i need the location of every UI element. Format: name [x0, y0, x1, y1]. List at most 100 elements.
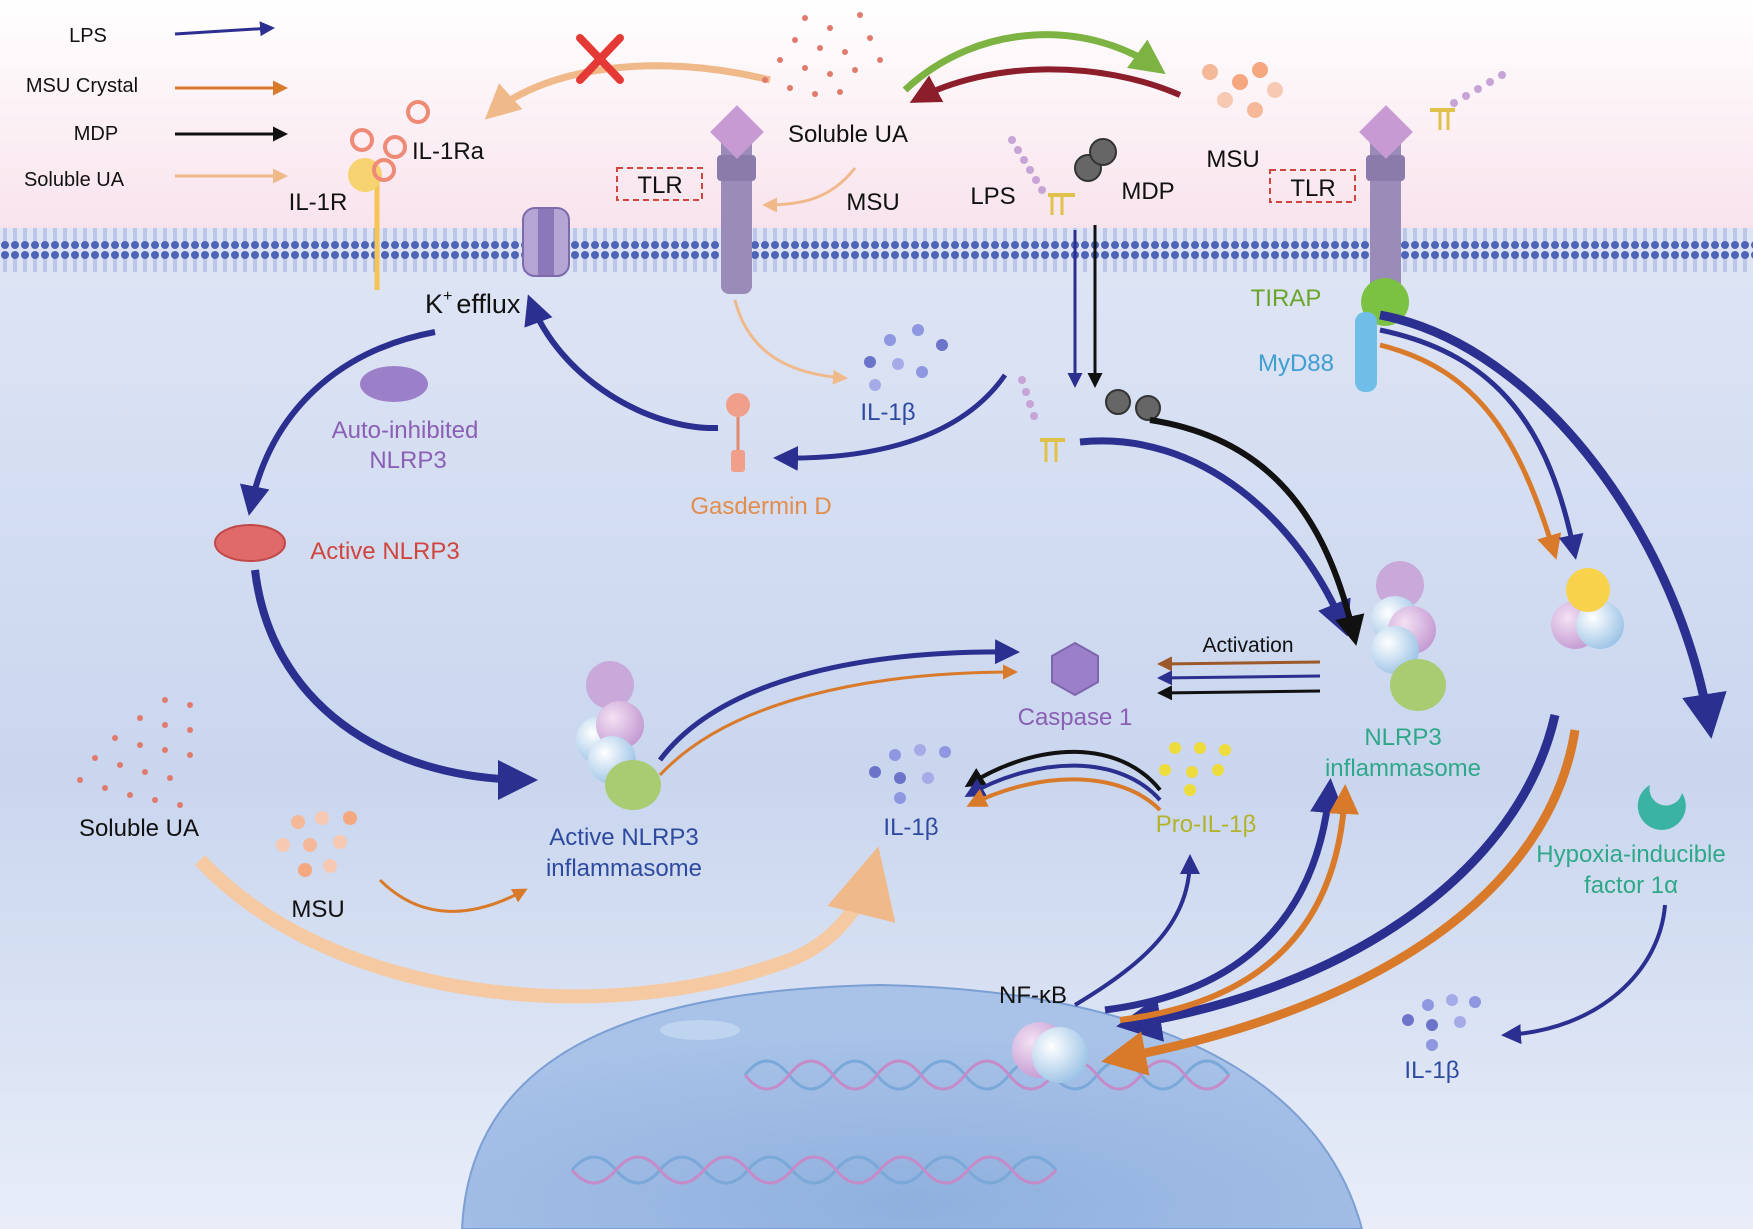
- mdp-molecule-icon: [1074, 138, 1117, 182]
- active-nlrp3-label: Active NLRP3: [310, 538, 459, 565]
- legend-mdp-label: MDP: [74, 123, 118, 145]
- il1b-mid-label: IL-1β: [883, 814, 938, 841]
- lps-to-gasdermin-arrow: [773, 373, 1008, 471]
- il1ra-label: IL-1Ra: [412, 138, 485, 165]
- lps-molecule-right-icon: [1430, 71, 1506, 130]
- soluble-ua-top-label: Soluble UA: [788, 121, 908, 148]
- msu-left-top-label: MSU: [846, 189, 899, 216]
- soluble-ua-to-il1b-arrow: [194, 846, 896, 1004]
- nfkb-complex-icon: [1012, 1022, 1088, 1083]
- hif-to-il1b-arrow: [1501, 904, 1667, 1045]
- myd88-complex-icon: [1551, 568, 1624, 649]
- pro-to-il1b-lps-arrow: [964, 763, 1162, 802]
- tlr-left-box: [616, 167, 703, 201]
- auto-inhibited-nlrp3-icon: [360, 366, 428, 402]
- msu-to-ua-arrow: [909, 66, 1182, 103]
- active-inflammasome-label-2: inflammasome: [546, 855, 702, 882]
- activation-label: Activation: [1202, 634, 1293, 657]
- legend-soluble-ua-label: Soluble UA: [24, 169, 125, 191]
- hif-icon: [1637, 785, 1686, 830]
- legend-msu-label: MSU Crystal: [26, 75, 138, 97]
- lps-molecule-inner-icon: [1018, 376, 1065, 462]
- auto-inhibited-label-2: NLRP3: [369, 447, 446, 474]
- activation-arrow-lps: [1157, 670, 1321, 686]
- inflammasome-to-caspase-msu-arrow: [658, 664, 1018, 777]
- nfkb-label: NF-κB: [999, 982, 1067, 1009]
- lps-to-nlrp3-inflammasome-arrow: [1079, 437, 1351, 637]
- nfkb-to-nlrp3-msu-arrow: [1119, 784, 1359, 1023]
- active-inflammasome-icon: [576, 661, 661, 810]
- activation-arrow-msu: [1157, 656, 1321, 672]
- myd88-icon: [1355, 312, 1377, 392]
- cell-membrane: [0, 223, 1753, 273]
- soluble-ua-particles-bottom: [77, 697, 193, 808]
- hif-label-2: factor 1α: [1584, 872, 1678, 899]
- caspase-hexagon-icon: [1051, 641, 1099, 697]
- myd88-to-complex-lps-arrow: [1379, 327, 1584, 560]
- pro-il1b-particles: [1159, 742, 1231, 796]
- myd88-to-hif-arrow: [1379, 310, 1727, 739]
- lps-molecule-icon: [1008, 136, 1075, 215]
- legend-lps-label: LPS: [69, 25, 107, 47]
- msu-bottom-label: MSU: [291, 896, 344, 923]
- lps-top-label: LPS: [970, 183, 1015, 210]
- active-nlrp3-icon: [214, 524, 286, 562]
- msu-to-inflammasome-arrow: [378, 878, 528, 913]
- il1b-particles-upper: [864, 324, 948, 391]
- myd88-to-complex-msu-arrow: [1379, 342, 1562, 560]
- tirap-label: TIRAP: [1251, 285, 1322, 312]
- myd88-label: MyD88: [1258, 350, 1334, 377]
- to-nfkb-msu-arrow: [1101, 729, 1580, 1076]
- tlr-right-label: TLR: [1290, 175, 1335, 202]
- msu-particles-bottom: [276, 811, 357, 877]
- mdp-top-label: MDP: [1121, 178, 1174, 205]
- msu-particles-top: [1202, 62, 1283, 118]
- il1r-label: IL-1R: [289, 189, 348, 216]
- ua-to-il1r-arrow: [484, 62, 771, 120]
- k-channel-icon: [522, 207, 570, 277]
- gasdermin-to-k-arrow: [524, 294, 719, 432]
- pro-il1b-label: Pro-IL-1β: [1156, 811, 1257, 838]
- pro-to-il1b-mdp-arrow: [964, 749, 1162, 792]
- caspase1-label: Caspase 1: [1018, 704, 1133, 731]
- active-inflammasome-label-1: Active NLRP3: [549, 824, 698, 851]
- soluble-ua-bottom-label: Soluble UA: [79, 815, 199, 842]
- nlrp3-inflammasome-icon: [1371, 561, 1446, 711]
- soluble-ua-particles-top: [762, 12, 883, 97]
- mdp-to-nlrp3-inflammasome-arrow: [1149, 417, 1365, 646]
- tlr-right-box: [1269, 169, 1356, 203]
- legend: LPS MSU Crystal MDP Soluble UA: [24, 21, 288, 191]
- k-to-nlrp3-arrow: [240, 329, 436, 516]
- dna-helix-icon: [570, 1059, 1231, 1185]
- red-x-icon: [576, 34, 624, 84]
- legend-lps-arrow: [174, 21, 275, 37]
- k-efflux-label: K+efflux: [425, 288, 521, 319]
- il1b-particles-mid: [869, 744, 951, 804]
- il1b-particles-right: [1402, 994, 1481, 1051]
- gasdermin-label: Gasdermin D: [690, 493, 831, 520]
- nlrp3-to-inflammasome-arrow: [251, 569, 538, 800]
- hif-label-1: Hypoxia-inducible: [1536, 841, 1725, 868]
- il1b-upper-label: IL-1β: [860, 399, 915, 426]
- pro-to-il1b-msu-arrow: [966, 777, 1162, 812]
- tlr-left-label: TLR: [637, 172, 682, 199]
- tirap-icon: [1361, 278, 1410, 326]
- nfkb-to-pro-il1b-arrow: [1073, 854, 1200, 1007]
- msu-right-top-label: MSU: [1206, 146, 1259, 173]
- mdp-molecule-inner-icon: [1105, 389, 1161, 421]
- il1ra-particles: [350, 100, 430, 182]
- to-nfkb-lps-arrow: [1116, 714, 1560, 1042]
- auto-inhibited-label-1: Auto-inhibited: [332, 417, 479, 444]
- nlrp3-inflammasome-label-2: inflammasome: [1325, 755, 1481, 782]
- activation-arrow-mdp: [1157, 685, 1321, 701]
- nlrp3-inflammasome-label-1: NLRP3: [1364, 724, 1441, 751]
- inflammasome-to-caspase-lps-arrow: [658, 639, 1020, 762]
- tlr-to-il1b-arrow: [733, 299, 848, 385]
- ua-to-msu-arrow: [902, 31, 1166, 93]
- gasdermin-icon: [726, 393, 750, 472]
- nfkb-to-nlrp3-lps-arrow: [1104, 778, 1345, 1014]
- msu-to-tlr-arrow: [762, 167, 857, 213]
- il1b-right-label: IL-1β: [1404, 1057, 1459, 1084]
